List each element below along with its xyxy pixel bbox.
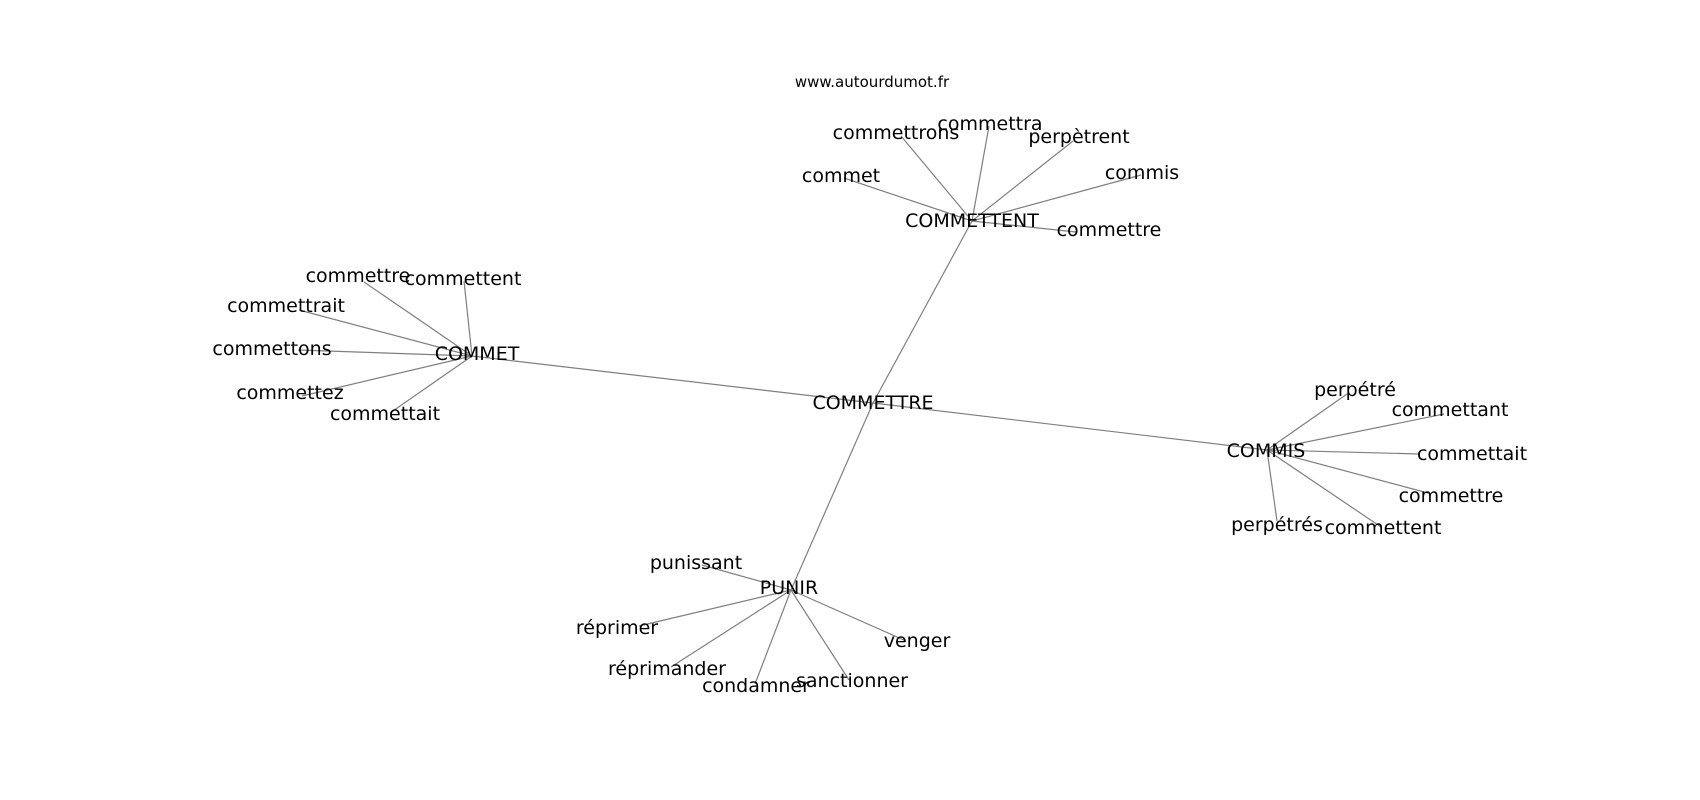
edge-hub-to-leaf	[843, 177, 973, 222]
leaf-node-label[interactable]: commettrait	[227, 295, 345, 317]
leaf-node-label[interactable]: perpétré	[1314, 379, 1396, 401]
leaf-node-label[interactable]: commettez	[236, 382, 343, 404]
edge-hub-to-leaf	[971, 125, 990, 222]
hub-node-label[interactable]: PUNIR	[760, 577, 818, 599]
edge-hub-to-leaf	[971, 140, 1074, 222]
edge-center-to-0	[872, 220, 973, 404]
leaf-node-label[interactable]: venger	[884, 630, 951, 652]
edge-hub-to-leaf	[298, 309, 473, 357]
leaf-node-label[interactable]: commettant	[1392, 399, 1509, 421]
leaf-node-label[interactable]: réprimer	[576, 617, 658, 639]
leaf-node-label[interactable]: punissant	[650, 552, 742, 574]
leaf-node-label[interactable]: commettre	[1399, 485, 1504, 507]
edge-hub-to-leaf	[754, 589, 792, 685]
center-node-label[interactable]: COMMETTRE	[812, 392, 933, 414]
leaf-node-label[interactable]: perpètrent	[1028, 126, 1129, 148]
leaf-node-label[interactable]: commettre	[1057, 219, 1162, 241]
edge-hub-to-leaf	[900, 135, 973, 222]
hub-node-label[interactable]: COMMETTENT	[905, 210, 1039, 232]
edge-hub-to-leaf	[971, 220, 1077, 233]
edge-hub-to-leaf	[638, 589, 792, 627]
edge-hub-to-leaf	[1266, 449, 1421, 455]
edge-hub-to-leaf	[1266, 449, 1278, 522]
hub-node-label[interactable]: COMMIS	[1227, 440, 1306, 462]
hub-node-label[interactable]: COMMET	[435, 343, 520, 365]
edge-hub-to-leaf	[1266, 449, 1429, 494]
edge-hub-to-leaf	[1266, 413, 1445, 451]
edge-hub-to-leaf	[389, 355, 473, 414]
leaf-node-label[interactable]: commettons	[212, 338, 331, 360]
leaf-node-label[interactable]: commis	[1105, 162, 1179, 184]
leaf-node-label[interactable]: condamner	[702, 675, 810, 697]
edge-hub-to-leaf	[670, 589, 792, 668]
edge-hub-to-leaf	[1266, 393, 1348, 451]
edge-hub-to-leaf	[971, 174, 1142, 222]
leaf-node-label[interactable]: sanctionner	[796, 670, 908, 692]
edge-hub-to-leaf	[463, 280, 473, 357]
leaf-node-label[interactable]: perpétrés	[1231, 514, 1323, 536]
leaf-node-label[interactable]: commettait	[1417, 443, 1527, 465]
edge-center-to-1	[471, 355, 874, 404]
edge-center-to-2	[872, 402, 1268, 451]
leaf-node-label[interactable]: commettre	[306, 265, 411, 287]
leaf-node-label[interactable]: commettra	[937, 113, 1042, 135]
edge-hub-to-leaf	[1266, 449, 1382, 528]
leaf-node-label[interactable]: commettent	[405, 268, 522, 290]
source-label: www.autourdumot.fr	[795, 73, 950, 91]
edge-center-to-3	[790, 402, 874, 591]
edge-hub-to-leaf	[790, 589, 850, 681]
leaf-node-label[interactable]: commet	[802, 165, 880, 187]
leaf-node-label[interactable]: commettait	[330, 403, 440, 425]
edge-hub-to-leaf	[301, 355, 473, 397]
edge-hub-to-leaf	[297, 349, 473, 357]
leaf-node-label[interactable]: réprimander	[608, 658, 726, 680]
edge-hub-to-leaf	[363, 281, 473, 357]
edge-hub-to-leaf	[701, 564, 792, 591]
edge-hub-to-leaf	[790, 589, 907, 642]
edges	[297, 125, 1445, 685]
leaf-node-label[interactable]: commettrons	[833, 122, 960, 144]
leaf-node-label[interactable]: commettent	[1325, 517, 1442, 539]
